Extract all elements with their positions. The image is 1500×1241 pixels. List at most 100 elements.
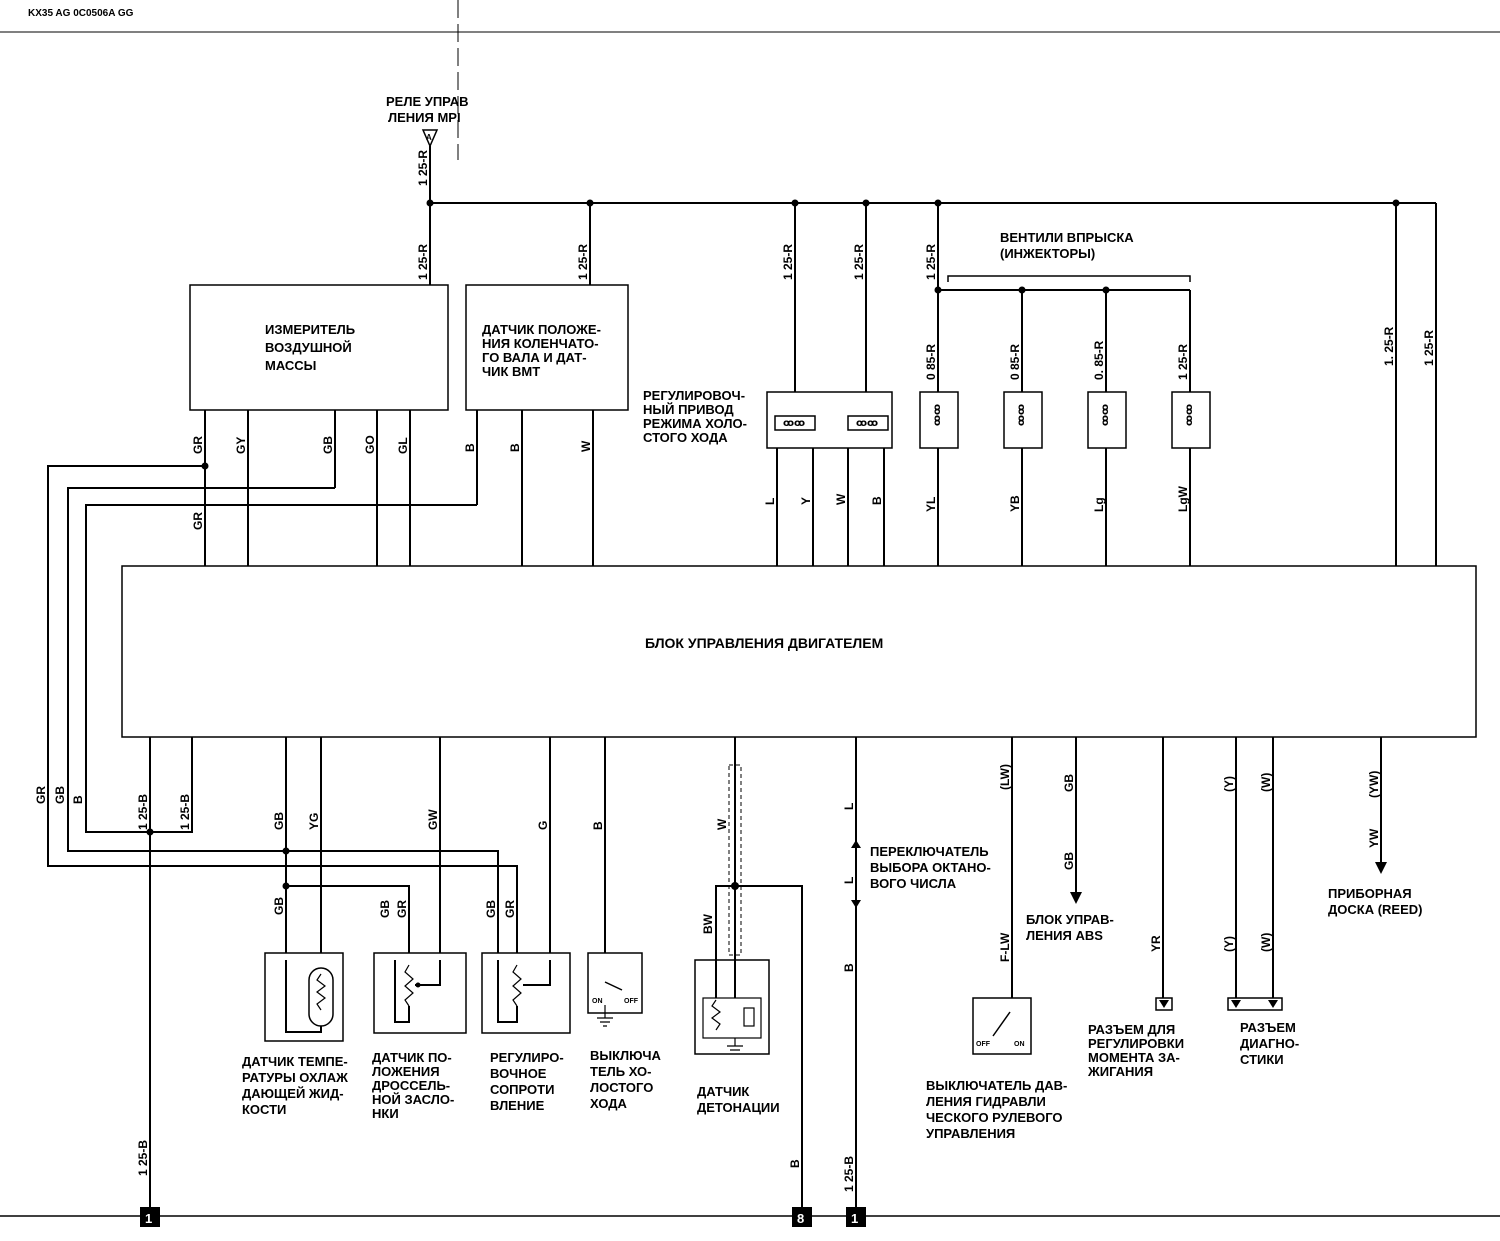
wire-label-ia-l: L xyxy=(763,498,777,505)
wire-label-ip-yw2: YW xyxy=(1367,828,1381,848)
wire-label-inj1: 0 85-R xyxy=(924,344,938,380)
wire-label-left-gr: GR xyxy=(34,786,48,804)
injector-coil-4-icon: ꝏꝏ xyxy=(1184,404,1195,426)
relay-label-1: РЕЛЕ УПРАВ xyxy=(386,94,468,109)
throttle-return xyxy=(394,960,410,1023)
knock-shield-icon xyxy=(728,764,742,956)
air-mass-meter-label-3: МАССЫ xyxy=(265,358,316,373)
wire-label-ps-flw: F-LW xyxy=(998,932,1012,962)
wire-loop-b xyxy=(85,504,477,833)
timing-connector-icon xyxy=(1159,1000,1169,1008)
idle-actuator-label-1: РЕГУЛИРОВОЧ- xyxy=(643,388,745,403)
wire-label-idle-a: 1 25-R xyxy=(781,244,795,280)
idle-actuator-label-2: НЫЙ ПРИВОД xyxy=(643,402,734,417)
thermistor-icon xyxy=(308,967,334,1027)
potentiometer-icon xyxy=(404,964,414,1007)
ps-switch-label-1: ВЫКЛЮЧАТЕЛЬ ДАВ- xyxy=(926,1078,1067,1093)
wire-label-idle-b: 1 25-R xyxy=(852,244,866,280)
throttle-sensor-label-2: ЛОЖЕНИЯ xyxy=(372,1064,440,1079)
wire-label-am-gy: GY xyxy=(234,437,248,454)
piezo-element-icon xyxy=(743,1007,755,1027)
timing-connector-label-2: РЕГУЛИРОВКИ xyxy=(1088,1036,1184,1051)
wire-label-in-lg: Lg xyxy=(1092,497,1106,512)
coil-2-glyph: ꝏꝏ xyxy=(856,418,878,429)
junction-dot xyxy=(415,982,421,988)
wire-label-inj2: 0 85-R xyxy=(1008,344,1022,380)
abs-arrow-icon xyxy=(1070,892,1082,904)
wire-label-left-gb: GB xyxy=(53,786,67,804)
ecu-box xyxy=(121,565,1477,738)
actuator-coil-1-icon xyxy=(774,415,816,431)
injectors-label-1: ВЕНТИЛИ ВПРЫСКА xyxy=(1000,230,1134,245)
resistor-return xyxy=(497,960,518,1023)
ps-switch-label-3: ЧЕСКОГО РУЛЕВОГО xyxy=(926,1110,1063,1125)
injectors-bracket xyxy=(947,275,1191,282)
actuator-coil-2-icon xyxy=(847,415,889,431)
wire-label-in-lgw: LgW xyxy=(1176,485,1190,512)
ps-switch-contact-icon xyxy=(992,1011,1011,1037)
diag-connector-label-1: РАЗЪЕМ xyxy=(1240,1020,1296,1035)
junction-dot xyxy=(282,847,290,855)
octane-switch-label-2: ВЫБОРА ОКТАНО- xyxy=(870,860,991,875)
resistor-icon xyxy=(316,973,326,1011)
octane-connector-arrow-down xyxy=(851,900,861,908)
crank-sensor-label-1: ДАТЧИК ПОЛОЖЕ- xyxy=(482,322,601,337)
diagram-code: KX35 AG 0C0506A GG xyxy=(28,8,134,19)
air-mass-meter-box xyxy=(189,284,449,411)
knock-inner-icon xyxy=(702,997,762,1039)
abs-label-1: БЛОК УПРАВ- xyxy=(1026,912,1114,927)
variable-resistor-icon xyxy=(512,964,522,1007)
diag-connector-box xyxy=(1227,997,1283,1011)
variable-resistor-label-3: СОПРОТИ xyxy=(490,1082,554,1097)
ground-point-mid-label: 8 xyxy=(797,1211,804,1226)
wire-label-gnd-left: 1 25-B xyxy=(136,1140,150,1176)
ground-icon xyxy=(597,1005,613,1027)
wire-label-am-gl: GL xyxy=(396,437,410,454)
wire-label-gnd1: 1 25-B xyxy=(136,794,150,830)
injectors-label-2: (ИНЖЕКТОРЫ) xyxy=(1000,246,1095,261)
injector-coil-1-icon: ꝏꝏ xyxy=(932,404,943,426)
wire-label-dg-y2: (Y) xyxy=(1222,936,1236,952)
junction-dot xyxy=(934,286,942,294)
ps-switch-label-4: УПРАВЛЕНИЯ xyxy=(926,1126,1015,1141)
instrument-arrow-icon xyxy=(1375,862,1387,874)
wire-label-gnd-oc: 1 25-B xyxy=(842,1156,856,1192)
wire-label-am-gb: GB xyxy=(321,436,335,454)
coolant-sensor-label-2: РАТУРЫ ОХЛАЖ xyxy=(242,1070,348,1085)
wire-label-ia-y: Y xyxy=(799,497,813,505)
diag-pin-2-icon xyxy=(1268,1000,1278,1008)
octane-switch-label-3: ВОГО ЧИСЛА xyxy=(870,876,957,891)
wire-label-cs-b2: B xyxy=(508,443,522,452)
variable-resistor-box xyxy=(481,952,571,1034)
throttle-wiper xyxy=(415,960,441,986)
ecu-label: БЛОК УПРАВЛЕНИЯ ДВИГАТЕЛЕМ xyxy=(645,635,883,651)
knock-resistor-icon xyxy=(711,999,721,1031)
injector-2-box xyxy=(1003,391,1043,449)
octane-switch-label-1: ПЕРЕКЛЮЧАТЕЛЬ xyxy=(870,844,989,859)
wire-label-ct-yg: YG xyxy=(307,813,321,830)
wire-label-vr-g: G xyxy=(536,821,550,830)
wire-label-tp-gw: GW xyxy=(426,809,440,830)
knock-sensor-label-2: ДЕТОНАЦИИ xyxy=(697,1100,780,1115)
junction-dot xyxy=(201,462,209,470)
wire-label-left-b: B xyxy=(71,795,85,804)
air-mass-meter-label-2: ВОЗДУШНОЙ xyxy=(265,340,352,355)
wire-label-ia-w: W xyxy=(834,493,848,505)
wire-kn-bw xyxy=(715,885,735,960)
wire-loop-gr xyxy=(47,465,518,960)
idle-actuator-label-4: СТОГО ХОДА xyxy=(643,430,728,445)
wire-label-inj4: 1 25-R xyxy=(1176,344,1190,380)
ground-point-right-label: 1 xyxy=(851,1211,858,1226)
idle-switch-label-1: ВЫКЛЮЧА xyxy=(590,1048,662,1063)
wire-label-am-gr2: GR xyxy=(191,512,205,530)
wire-label-am-go: GO xyxy=(363,435,377,454)
crank-sensor-label-2: НИЯ КОЛЕНЧАТО- xyxy=(482,336,599,351)
wire-label-gnd2: 1 25-B xyxy=(178,794,192,830)
wire-label-oc-l1: L xyxy=(842,803,856,810)
wire-label-am-gr: GR xyxy=(191,436,205,454)
wire-kn-ground xyxy=(735,885,803,1207)
coolant-sensor-label-4: КОСТИ xyxy=(242,1102,286,1117)
throttle-sensor-label-3: ДРОССЕЛЬ- xyxy=(372,1078,450,1093)
air-mass-meter-label-1: ИЗМЕРИТЕЛЬ xyxy=(265,322,355,337)
variable-resistor-label-4: ВЛЕНИЕ xyxy=(490,1098,545,1113)
